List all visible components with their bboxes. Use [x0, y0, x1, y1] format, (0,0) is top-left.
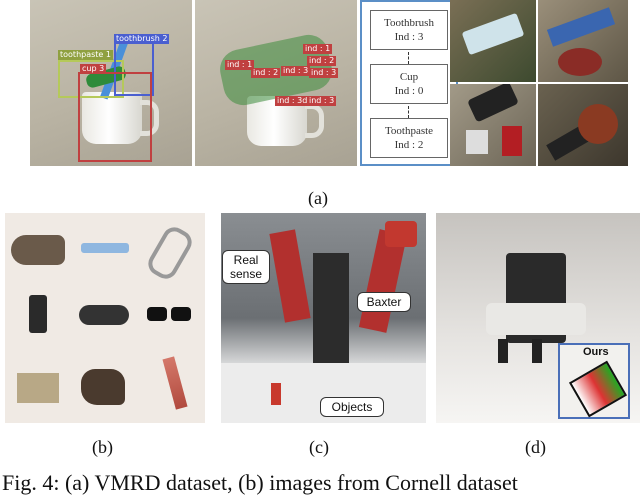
robot-base-shape	[486, 303, 586, 335]
photo-grid-3	[450, 84, 536, 166]
cornell-knife	[139, 355, 201, 417]
vmrd-detection-photo: toothpaste 1 toothbrush 2 cup 3	[30, 0, 192, 166]
grasp-tag: ind : 2	[307, 56, 337, 66]
cornell-phone	[7, 287, 69, 349]
panel-b-cornell-grid	[5, 213, 205, 423]
cornell-boot	[73, 355, 135, 417]
node-index: Ind : 0	[394, 85, 424, 97]
gripper-finger-shape	[532, 339, 542, 363]
grasp-tag: ind : 3	[309, 68, 339, 78]
cup-shape	[578, 104, 618, 144]
baxter-head-shape	[385, 221, 417, 247]
grasp-tag: ind : 3d	[275, 96, 310, 106]
object-shape	[558, 48, 602, 76]
baxter-arm-left-shape	[269, 229, 311, 323]
tag-toothbrush: toothbrush 2	[114, 34, 170, 44]
callout-realsense: Real sense	[222, 250, 270, 284]
grasp-tag: ind : 1	[225, 60, 255, 70]
callout-baxter: Baxter	[357, 292, 411, 312]
graph-node-toothbrush: Toothbrush Ind : 3	[370, 10, 448, 50]
relationship-graph-frame	[360, 0, 458, 166]
gripper-shape	[467, 84, 519, 123]
node-name: Toothpaste	[384, 125, 434, 137]
grasp-tag: ind : 2	[251, 68, 281, 78]
node-name: Cup	[399, 71, 419, 83]
inset-object-shape	[568, 360, 628, 418]
figure-caption: Fig. 4: (a) VMRD dataset, (b) images fro…	[2, 470, 518, 495]
can-shape	[502, 126, 522, 156]
panel-d-robot-photo	[436, 213, 640, 423]
cornell-shoe	[7, 219, 69, 281]
node-name: Toothbrush	[384, 17, 434, 29]
graph-node-toothpaste: Toothpaste Ind : 2	[370, 118, 448, 158]
mug-shape	[82, 92, 142, 144]
cornell-earphones	[73, 287, 135, 349]
object-shape	[546, 7, 616, 47]
cup-shape	[466, 130, 488, 154]
inset-label: Ours	[583, 346, 609, 358]
node-index: Ind : 2	[394, 139, 424, 151]
graph-edge	[408, 52, 409, 64]
mug-handle-shape	[305, 104, 324, 138]
object-shape	[461, 12, 525, 56]
grasp-tag: ind : 1	[303, 44, 333, 54]
photo-grid-1	[450, 0, 536, 82]
tag-cup: cup 3	[80, 64, 107, 74]
photo-grid-4	[538, 84, 628, 166]
cornell-box	[7, 355, 69, 417]
bbox-cup	[78, 72, 152, 162]
cornell-chalk	[73, 219, 135, 281]
vmrd-grasp-photo: ind : 1 ind : 2 ind : 3 ind : 1 ind : 2 …	[195, 0, 357, 166]
graph-edge	[408, 106, 409, 118]
gripper-finger-shape	[498, 339, 508, 363]
panel-b-label: (b)	[92, 437, 113, 457]
panel-c-baxter-photo	[221, 213, 426, 423]
graph-node-cup: Cup Ind : 0	[370, 64, 448, 104]
tag-toothpaste: toothpaste 1	[58, 50, 113, 60]
cornell-carabiner	[139, 219, 201, 284]
callout-objects: Objects	[320, 397, 384, 417]
mug-handle-shape	[140, 100, 159, 136]
cornell-sunglasses	[139, 287, 201, 349]
inset-frame	[558, 343, 630, 419]
photo-grid-2	[538, 0, 628, 82]
node-index: Ind : 3	[394, 31, 424, 43]
can-shape	[271, 383, 281, 405]
bbox-toothpaste	[58, 60, 124, 98]
panel-c-label: (c)	[309, 437, 329, 457]
panel-a-label: (a)	[308, 188, 328, 208]
panel-d-label: (d)	[525, 437, 546, 457]
grasp-tag: ind : 3	[281, 66, 311, 76]
grasp-tag: ind : 3	[307, 96, 337, 106]
